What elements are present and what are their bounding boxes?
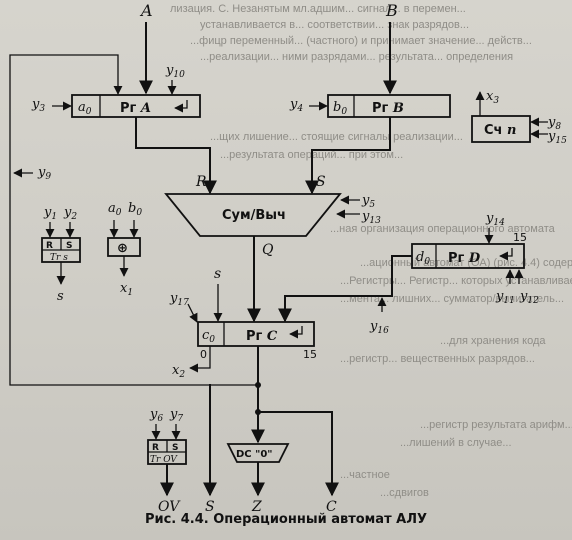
bg-line: ...мента... лишних... сумматор/вычитател… [340, 293, 564, 305]
xor-in2-label: b0 [128, 201, 142, 218]
alu-adder-subtractor: Сум/Выч [164, 193, 342, 237]
output-z-label: Z [251, 499, 262, 515]
input-b-label: B [385, 1, 398, 20]
register-c: c0 Рг C 0 15 [197, 321, 317, 361]
reg-c-to-c-out [258, 411, 339, 497]
bg-line: устанавливается в... соответствии... зна… [200, 19, 469, 31]
register-b: b0 Рг B [327, 94, 451, 118]
bg-line: ...лишений в случае... [400, 437, 512, 449]
alu-ctrl2-label: y13 [361, 209, 381, 226]
trigger-s-y1-label: y1 [43, 205, 57, 222]
trigger-s: R S Tr s [41, 237, 81, 263]
register-a: a0 Рг A [71, 94, 201, 118]
bg-line: ...сдвигов [380, 487, 429, 499]
input-a-label: A [139, 1, 153, 20]
bg-line: ...регистр... вещественных разрядов... [340, 353, 535, 365]
alu-ctrl1-label: y5 [361, 193, 375, 210]
reg-b-to-alu [305, 117, 391, 195]
xor-gate: ⊕ [107, 237, 141, 257]
svg-text:Рг C: Рг C [246, 329, 278, 344]
background-text: лизация. С. Незанятым мл.адшим... сигнал… [170, 3, 572, 499]
svg-text:15: 15 [303, 348, 317, 361]
alu-in-left-label: R [195, 174, 207, 190]
svg-text:b0: b0 [333, 100, 347, 117]
svg-text:S: S [66, 241, 72, 251]
svg-text:R: R [46, 241, 53, 251]
bg-line: ...ная организация операционного автомат… [330, 223, 556, 235]
xor-out-label: x1 [120, 281, 133, 298]
svg-text:0: 0 [200, 348, 207, 361]
reg-c-ctrl-arrow [187, 303, 198, 323]
x2-label: x2 [172, 363, 185, 380]
svg-text:15: 15 [513, 231, 527, 244]
y16-label: y16 [369, 319, 389, 336]
bg-line: ...щих лишение... стоящие сигналы реализ… [210, 131, 463, 143]
bg-line: ...фицр переменный... (частного) и прини… [190, 35, 532, 47]
alu-in-right-label: S [316, 174, 326, 190]
svg-text:DC "0": DC "0" [236, 449, 273, 460]
trigger-s-out-label: s [57, 289, 64, 304]
svg-text:c0: c0 [202, 328, 215, 345]
svg-text:Сч n: Сч n [484, 123, 516, 138]
reg-a-to-alu [135, 117, 217, 195]
x2-arrow [189, 346, 211, 373]
trigger-ov-y1-label: y6 [149, 407, 163, 424]
bg-line: лизация. С. Незанятым мл.адшим... сигнал… [170, 3, 466, 15]
counter-n: Сч n [471, 115, 531, 143]
svg-text:Рг A: Рг A [120, 101, 151, 116]
feedback-c-to-a [9, 54, 258, 386]
svg-text:Сум/Выч: Сум/Выч [222, 208, 286, 223]
output-ov-label: OV [158, 499, 181, 515]
svg-text:d0: d0 [416, 250, 430, 267]
counter-in1-label: y8 [547, 115, 561, 132]
counter-out-label: x3 [486, 89, 499, 106]
svg-text:Tr s: Tr s [50, 253, 68, 263]
figure-caption: Рис. 4.4. Операционный автомат АЛУ [144, 512, 428, 527]
s-into-c-label: s [214, 266, 221, 282]
svg-text:Tr OV: Tr OV [150, 455, 178, 465]
trigger-s-y2-label: y2 [63, 205, 77, 222]
reg-d-y12-label: y12 [519, 289, 539, 306]
counter-in2-label: y15 [547, 129, 567, 146]
svg-text:Рг D: Рг D [448, 251, 481, 266]
bg-line: ...Регистры... Регистр... которых устана… [340, 275, 572, 287]
svg-text:S: S [172, 443, 178, 453]
bg-line: ...реализации... ними разрядами... резул… [200, 51, 513, 63]
svg-text:R: R [152, 443, 159, 453]
trigger-ov: R S Tr OV [147, 439, 187, 465]
svg-text:⊕: ⊕ [117, 241, 128, 256]
register-d: d0 Рг D 15 [411, 231, 527, 269]
output-s-label: S [205, 499, 215, 515]
reg-c-ctrl-label: y17 [169, 291, 189, 308]
alu-out-label: Q [262, 242, 274, 258]
y9-label: y9 [37, 165, 51, 182]
xor-in1-label: a0 [108, 201, 122, 218]
svg-text:Рг B: Рг B [372, 101, 404, 116]
zero-detector: DC "0" [226, 443, 290, 463]
reg-d-y11-label: y11 [495, 289, 515, 306]
bg-line: ...частное [340, 469, 390, 481]
trigger-ov-y2-label: y7 [169, 407, 183, 424]
bg-line: ...ационный автомат (ОА) (рис. 4.4) соде… [360, 257, 572, 269]
reg-d-top-ctrl-label: y14 [485, 211, 505, 228]
bg-line: ...регистр результата арифм... [420, 419, 572, 431]
reg-a-top-ctrl-label: y10 [165, 63, 185, 80]
output-c-label: C [326, 499, 337, 515]
bg-line: ...для хранения кода [440, 335, 546, 347]
reg-a-ctrl-label: y3 [31, 97, 45, 114]
svg-text:a0: a0 [78, 100, 92, 117]
reg-d-to-reg-c [278, 255, 412, 323]
reg-b-ctrl-label: y4 [289, 97, 303, 114]
